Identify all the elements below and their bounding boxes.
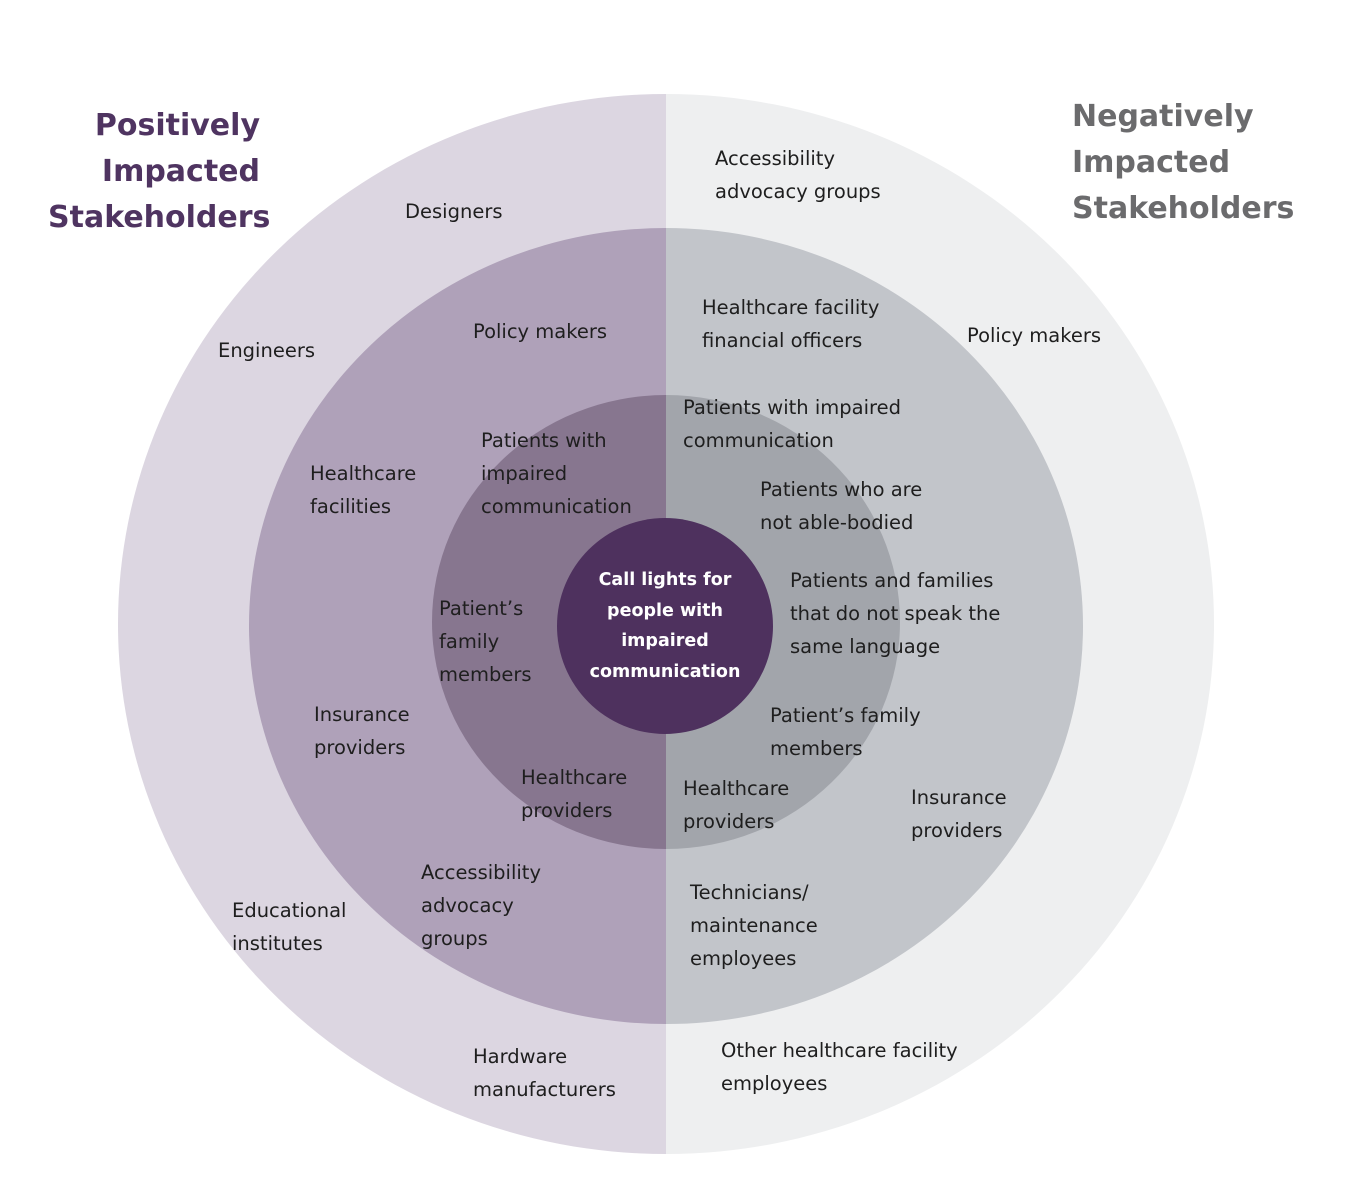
label-line: providers	[314, 736, 406, 759]
positive-educational-institutes-label: Educational institutes	[232, 894, 346, 960]
label-line: Healthcare facility	[702, 296, 880, 319]
label-line: Patients with	[481, 429, 607, 452]
label-line: advocacy groups	[715, 180, 881, 203]
positive-patients-family-members-label: Patient’s family members	[439, 592, 532, 691]
heading-line: Impacted	[1072, 145, 1231, 180]
negative-insurance-providers-label: Insurance providers	[911, 781, 1007, 847]
label-line: Policy makers	[473, 320, 608, 343]
label-line: members	[770, 737, 863, 760]
label-line: Educational	[232, 899, 347, 922]
label-line: not able-bodied	[760, 511, 914, 534]
negative-inner-ring	[666, 395, 900, 849]
label-line: Policy makers	[967, 324, 1102, 347]
heading-line: Negatively	[1072, 99, 1254, 134]
positive-engineers-label: Engineers	[218, 334, 315, 367]
label-line: Healthcare	[521, 766, 628, 789]
label-line: providers	[521, 799, 613, 822]
label-line: financial officers	[702, 329, 863, 352]
label-line: Designers	[405, 200, 503, 223]
heading-line: Impacted	[101, 154, 260, 189]
label-line: members	[439, 663, 532, 686]
negative-patients-impaired-communication-label: Patients with impaired communication	[683, 391, 901, 457]
label-line: providers	[683, 810, 775, 833]
center-label: Call lights for people with impaired com…	[558, 565, 772, 687]
label-line: Insurance	[314, 703, 410, 726]
negative-different-language-label: Patients and families that do not speak …	[790, 564, 1000, 663]
label-line: employees	[721, 1072, 828, 1095]
label-line: Patient’s family	[770, 704, 921, 727]
positive-patients-impaired-communication-label: Patients with impaired communication	[481, 424, 632, 523]
negative-technicians-label: Technicians/ maintenance employees	[690, 876, 818, 975]
label-line: Patients who are	[760, 478, 923, 501]
label-line: same language	[790, 635, 941, 658]
label-line: Patients with impaired	[683, 396, 901, 419]
label-line: employees	[690, 947, 797, 970]
label-line: Healthcare	[310, 462, 417, 485]
label-line: impaired	[481, 462, 568, 485]
label-line: that do not speak the	[790, 602, 1001, 625]
negative-healthcare-providers-label: Healthcare providers	[683, 772, 789, 838]
negative-not-able-bodied-label: Patients who are not able-bodied	[760, 473, 922, 539]
positive-insurance-providers-label: Insurance providers	[314, 698, 410, 764]
label-line: Technicians/	[690, 881, 809, 904]
negative-other-employees-label: Other healthcare facility employees	[721, 1034, 958, 1100]
positive-inner-ring	[432, 395, 666, 849]
label-line: providers	[911, 819, 1003, 842]
center-line: people with	[607, 600, 723, 621]
label-line: Other healthcare facility	[721, 1039, 958, 1062]
label-line: communication	[683, 429, 834, 452]
label-line: advocacy	[421, 894, 514, 917]
positive-policy-makers-label: Policy makers	[473, 315, 607, 348]
label-line: Accessibility	[715, 147, 835, 170]
center-line: communication	[589, 661, 741, 682]
heading-line: Stakeholders	[1072, 191, 1295, 226]
label-line: institutes	[232, 932, 323, 955]
label-line: manufacturers	[473, 1078, 616, 1101]
positive-designers-label: Designers	[405, 195, 503, 228]
negative-policy-makers-label: Policy makers	[967, 319, 1101, 352]
label-line: facilities	[310, 495, 392, 518]
negative-accessibility-advocacy-groups-label: Accessibility advocacy groups	[715, 142, 881, 208]
negative-heading: Negatively Impacted Stakeholders	[1072, 94, 1294, 232]
label-line: maintenance	[690, 914, 818, 937]
heading-line: Stakeholders	[48, 200, 271, 235]
label-line: Patients and families	[790, 569, 994, 592]
center-circle	[557, 518, 773, 734]
label-line: family	[439, 630, 500, 653]
label-line: Healthcare	[683, 777, 790, 800]
label-line: Accessibility	[421, 861, 541, 884]
label-line: Engineers	[218, 339, 316, 362]
positive-heading: Positively Impacted Stakeholders	[48, 103, 271, 241]
heading-line: Positively	[94, 108, 260, 143]
label-line: Hardware	[473, 1045, 568, 1068]
center-line: Call lights for	[598, 570, 732, 590]
label-line: groups	[421, 927, 488, 950]
label-line: Insurance	[911, 786, 1007, 809]
negative-financial-officers-label: Healthcare facility financial officers	[702, 291, 879, 357]
negative-patients-family-members-label: Patient’s family members	[770, 699, 921, 765]
positive-healthcare-providers-label: Healthcare providers	[521, 761, 627, 827]
center-line: impaired	[621, 631, 709, 651]
label-line: Patient’s	[439, 597, 524, 620]
positive-healthcare-facilities-label: Healthcare facilities	[310, 457, 416, 523]
label-line: communication	[481, 495, 632, 518]
positive-accessibility-advocacy-groups-label: Accessibility advocacy groups	[421, 856, 541, 955]
positive-hardware-manufacturers-label: Hardware manufacturers	[473, 1040, 616, 1106]
